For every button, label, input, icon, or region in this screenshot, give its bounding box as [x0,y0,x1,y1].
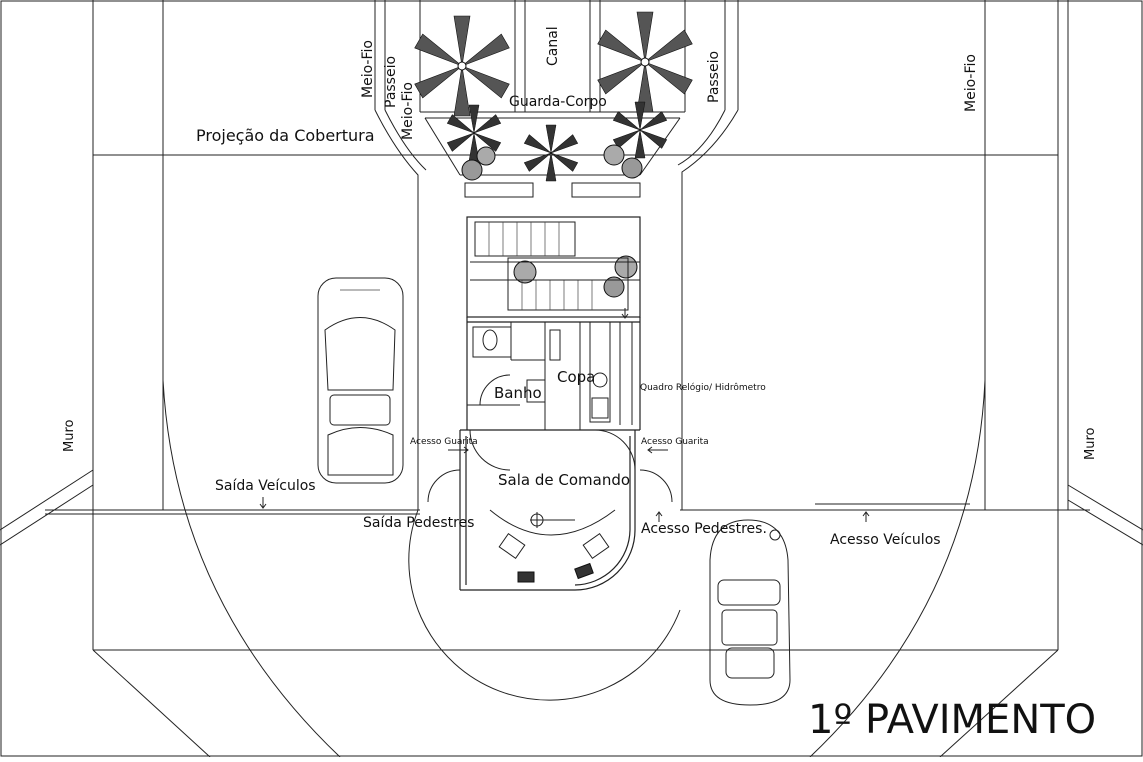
arrows [259,308,970,522]
saida-pedestres-label: Saída Pedestres [363,515,474,531]
palm-tree-icon [446,104,502,162]
sala-label: Sala de Comando [498,471,630,489]
quadro-label: Quadro Relógio/ Hidrômetro [640,382,766,393]
muro-left-label: Muro [62,419,77,452]
parked-car-right [709,519,791,706]
shrub-icon [603,276,625,298]
staircase [466,216,641,318]
shrub-icon [476,146,496,166]
banho-label: Banho [494,384,542,402]
shrub-icon [461,159,483,181]
guardhouse-walls [408,317,681,701]
acesso-pedestres-label: Acesso Pedestres. [641,521,767,537]
parked-car-left [317,277,404,484]
drawing-title: 1º PAVIMENTO [808,697,1096,743]
muro-right-label: Muro [1083,427,1098,460]
meio-fio-left-outer-label: Meio-Fio [360,40,376,98]
canal-label: Canal [545,26,561,66]
meio-fio-left-inner-label: Meio-Fio [400,82,416,140]
copa-label: Copa [557,368,595,386]
shrub-icon [513,260,537,284]
palm-tree-icon [523,124,579,182]
palm-tree-icon [597,11,693,113]
palm-tree-icon [612,101,668,159]
acesso-veiculos-label: Acesso Veículos [830,532,941,548]
acesso-guarita-right-label: Acesso Guarita [641,437,709,447]
shrub-icon [614,255,638,279]
passeio-left-label: Passeio [383,56,399,108]
saida-veiculos-label: Saída Veículos [215,478,316,494]
guarda-corpo-label: Guarda-Corpo [509,94,607,110]
palm-tree-icon [414,15,510,117]
projecao-label: Projeção da Cobertura [196,126,375,145]
shrub-icon [621,157,643,179]
meio-fio-right-label: Meio-Fio [963,54,979,112]
shrub-icon [603,144,625,166]
passeio-right-label: Passeio [706,51,722,103]
acesso-guarita-left-label: Acesso Guarita [410,437,478,447]
